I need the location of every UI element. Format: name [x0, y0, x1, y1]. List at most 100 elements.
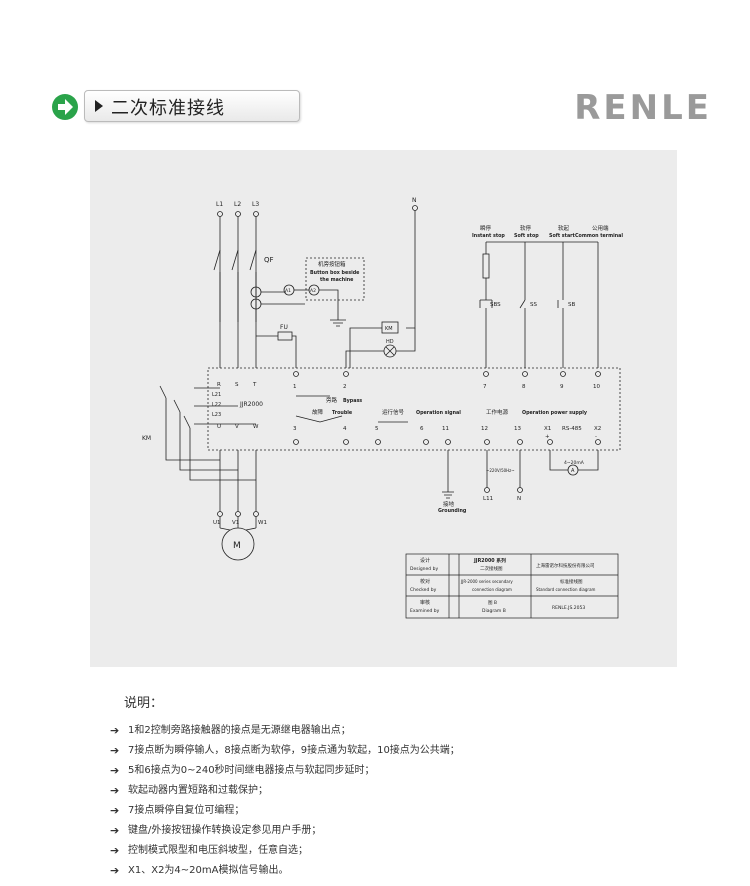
- fig-cn: 图 B: [488, 600, 497, 606]
- section-title: 二次标准接线: [111, 98, 225, 119]
- examined-cn: 审核: [420, 599, 430, 606]
- output-u: U: [217, 424, 221, 430]
- sb-label: SB: [568, 302, 575, 308]
- terminal-3: 3: [293, 426, 297, 432]
- hd-label: HD: [386, 339, 394, 345]
- note-text: 7接点瞬停自复位可编程；: [128, 805, 245, 816]
- fig-en: Diagram B: [482, 608, 506, 614]
- series-cn-1: JJR2000 系列: [473, 557, 506, 564]
- motor-w1: W1: [258, 520, 267, 526]
- ground-cn: 接地: [443, 500, 455, 508]
- button-box-en-2: the machine: [320, 277, 354, 283]
- supply-note: ~220V/50Hz~: [486, 468, 515, 473]
- terminal-2: 2: [343, 384, 347, 390]
- note-item: ➔ 软起动器内置短路和过载保护；: [110, 781, 710, 801]
- input-r: R: [217, 382, 221, 388]
- page-header: 二次标准接线 RENLE: [52, 88, 712, 128]
- examined-en: Examined by: [410, 608, 440, 614]
- arrow-icon: ➔: [110, 724, 120, 737]
- note-text: 5和6接点为0~240秒时间继电器接点与软起同步延时；: [128, 765, 375, 776]
- checked-en: Checked by: [410, 587, 437, 593]
- arrow-icon: ➔: [110, 784, 120, 797]
- opsignal-en: Operation signal: [416, 410, 461, 416]
- series-cn-2: 二次接线图: [480, 565, 503, 572]
- motor-v1: V1: [232, 520, 239, 526]
- power-cn: 工作电源: [486, 408, 509, 416]
- std-cn: 标准接线图: [560, 578, 583, 585]
- n-bottom-label: N: [517, 496, 521, 502]
- instant-stop-en: Instant stop: [472, 233, 505, 239]
- input-s: S: [235, 382, 239, 388]
- terminal-8: 8: [522, 384, 526, 390]
- note-text: 软起动器内置短路和过载保护；: [128, 785, 268, 796]
- motor-label: M: [233, 541, 241, 551]
- soft-start-cn: 软起: [558, 224, 570, 232]
- company-name: 上海雷诺尔科技股份有限公司: [536, 562, 595, 569]
- power-en: Operation power supply: [522, 410, 588, 416]
- designed-cn: 设计: [420, 557, 430, 564]
- instant-stop-cn: 瞬停: [480, 224, 492, 232]
- wiring-diagram-panel: L1 L2 L3 QF 机旁按钮箱 Button box beside the …: [90, 150, 677, 667]
- l11-label: L11: [483, 496, 493, 502]
- trouble-cn: 故障: [312, 408, 324, 416]
- supply-label-l2: L2: [234, 201, 241, 208]
- std-en: Standard connection diagram: [536, 587, 596, 592]
- note-text: 7接点断为瞬停输人，8接点断为软停，9接点通为软起，10接点为公共端；: [128, 745, 460, 756]
- title-block: [405, 553, 619, 619]
- terminal-x1: X1: [544, 426, 551, 432]
- arrow-icon: ➔: [110, 804, 120, 817]
- arrow-icon: ➔: [110, 764, 120, 777]
- bypass-cn: 旁路: [326, 396, 338, 404]
- terminal-13: 13: [514, 426, 521, 432]
- button-box-en-1: Button box beside: [310, 270, 360, 276]
- qf-label: QF: [264, 256, 274, 264]
- terminal-6: 6: [420, 426, 424, 432]
- terminal-12: 12: [481, 426, 488, 432]
- supply-label-l3: L3: [252, 201, 259, 208]
- note-item: ➔ 键盘/外接按钮操作转换设定参见用户手册；: [110, 821, 710, 841]
- common-cn: 公用端: [592, 224, 609, 232]
- minus-label: -: [595, 434, 597, 440]
- bypass-en: Bypass: [343, 398, 362, 404]
- common-en: Common terminal: [575, 233, 623, 239]
- label-l23: L23: [212, 412, 221, 418]
- terminal-x2: X2: [594, 426, 601, 432]
- input-t: T: [252, 382, 257, 388]
- terminal-7: 7: [483, 384, 487, 390]
- trouble-en: Trouble: [332, 410, 353, 416]
- note-text: 键盘/外接按钮操作转换设定参见用户手册；: [128, 825, 322, 836]
- triangle-right-icon: [95, 100, 103, 112]
- ground-en: Grounding: [438, 508, 467, 514]
- arrow-icon: ➔: [110, 824, 120, 837]
- neutral-label: N: [412, 197, 417, 204]
- terminal-1: 1: [293, 384, 297, 390]
- opsignal-cn: 运行信号: [382, 408, 405, 416]
- terminal-rs485: RS-485: [562, 426, 582, 432]
- note-item: ➔ X1、X2为4~20mA模拟信号输出。: [110, 861, 710, 881]
- note-item: ➔ 1和2控制旁路接触器的接点是无源继电器输出点；: [110, 721, 710, 741]
- arrow-icon: ➔: [110, 844, 120, 857]
- model-label: JJR2000: [239, 401, 263, 408]
- terminal-5: 5: [375, 426, 379, 432]
- notes-title: 说明：: [124, 696, 164, 711]
- note-item: ➔ 5和6接点为0~240秒时间继电器接点与软起同步延时；: [110, 761, 710, 781]
- ammeter-label: A: [571, 468, 575, 474]
- doc-number: RENLE.JS.2053: [552, 605, 585, 611]
- fu-label: FU: [280, 324, 288, 331]
- terminal-10: 10: [593, 384, 600, 390]
- terminal-9: 9: [560, 384, 564, 390]
- note-text: 1和2控制旁路接触器的接点是无源继电器输出点；: [128, 725, 351, 736]
- notes-section: 说明： ➔ 1和2控制旁路接触器的接点是无源继电器输出点； ➔ 7接点断为瞬停输人，…: [110, 692, 710, 881]
- note-text: X1、X2为4~20mA模拟信号输出。: [128, 865, 289, 876]
- supply-label-l1: L1: [216, 201, 223, 208]
- arrow-icon: ➔: [110, 864, 120, 877]
- soft-stop-en: Soft stop: [514, 233, 539, 239]
- ss-label: SS: [530, 302, 537, 308]
- note-item: ➔ 7接点瞬停自复位可编程；: [110, 801, 710, 821]
- km-left-label: KM: [142, 435, 151, 442]
- designed-en: Designed by: [410, 566, 438, 572]
- terminal-4: 4: [343, 426, 347, 432]
- soft-start-en: Soft start: [549, 233, 576, 239]
- ma-label: 4~20mA: [564, 460, 585, 466]
- motor-u1: U1: [213, 520, 221, 526]
